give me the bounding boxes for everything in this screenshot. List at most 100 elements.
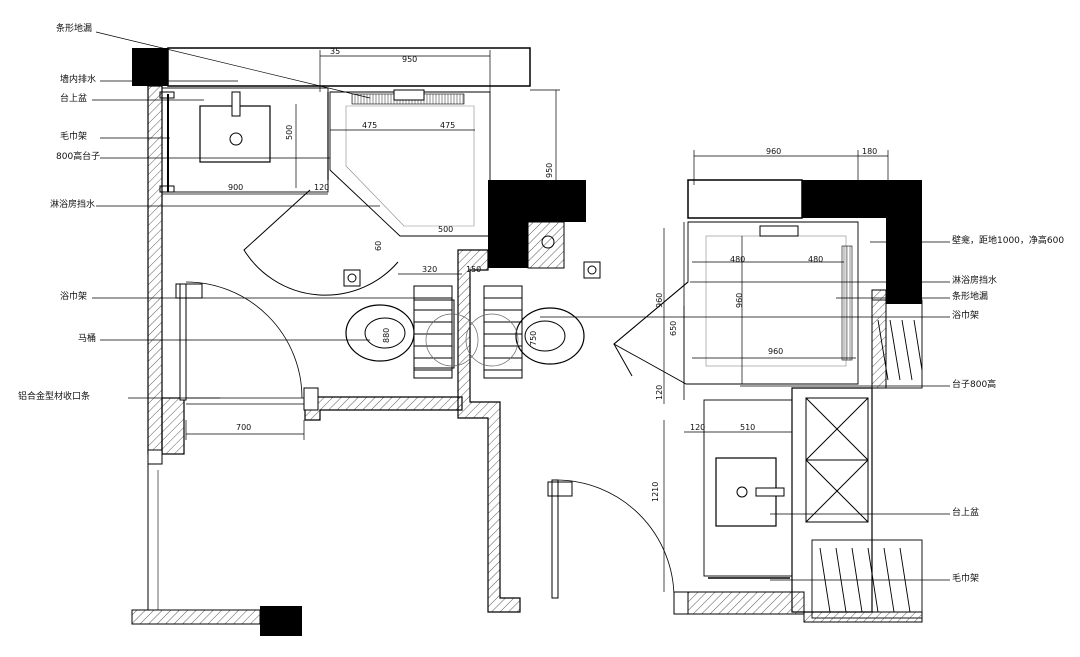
dim-150: 150 [466, 265, 481, 274]
label-towel-bar: 毛巾架 [60, 132, 88, 142]
linear-drain-right [841, 245, 853, 361]
top-wall-solid [132, 48, 168, 86]
dim-180: 180 [862, 147, 877, 156]
door-leaf-left [179, 283, 187, 401]
dim-960-vb: 960 [735, 293, 744, 308]
center-column-hatch [527, 221, 565, 269]
dim-475-b: 475 [440, 121, 455, 130]
dim-960-va: 960 [655, 293, 664, 308]
label-shower-curb-right: 淋浴房挡水 [952, 276, 998, 286]
basin-right-drain-icon [736, 486, 748, 498]
dim-480-b: 480 [808, 255, 823, 264]
right-wall-hatch [871, 289, 887, 389]
shower-tray-left [329, 91, 491, 237]
door-swing-left [185, 281, 303, 399]
label-800-counter: 800高台子 [56, 152, 101, 162]
towel-rack-left-bars [414, 297, 452, 371]
label-toilet: 马桶 [78, 334, 97, 344]
shower-valve-right [759, 225, 799, 237]
bottom-left-column [260, 606, 302, 636]
left-wall [147, 85, 163, 455]
label-linear-drain: 条形地漏 [56, 24, 93, 34]
left-bath-bottom-wall [304, 396, 463, 421]
label-aluminum-trim: 铝合金型材收口条 [18, 392, 91, 402]
towel-bar-bracket [159, 91, 175, 99]
label-towel-rack: 浴巾架 [60, 292, 88, 302]
toilet-left-seat [364, 317, 406, 349]
dim-35: 35 [330, 47, 340, 56]
dim-320: 320 [422, 265, 437, 274]
door-jamb-right [673, 591, 689, 615]
dim-500-h: 500 [438, 225, 453, 234]
dim-880: 880 [382, 328, 391, 343]
dim-950-top: 950 [402, 55, 417, 64]
bottom-right-wall [803, 611, 923, 623]
top-wall-outline [167, 47, 531, 87]
leader-lines-right [540, 241, 950, 581]
basin-drain-icon [229, 132, 243, 146]
dim-700: 700 [236, 423, 251, 432]
dim-650: 650 [669, 321, 678, 336]
towel-rack-left [413, 285, 453, 379]
cabinet-x-1 [805, 397, 869, 461]
floor-drain-mid-icon [583, 261, 601, 279]
label-towel-bar-right: 毛巾架 [952, 574, 980, 584]
right-black-wall [802, 180, 922, 304]
towel-bar-bracket [159, 185, 175, 193]
dim-500-v: 500 [285, 125, 294, 140]
shower-door-left [243, 189, 399, 296]
label-countertop-basin-right: 台上盆 [952, 508, 980, 518]
dim-960-h: 960 [768, 347, 783, 356]
shower-valve-left [393, 89, 425, 101]
dim-750: 750 [529, 331, 538, 346]
toilet-right [515, 307, 585, 365]
left-wall-lower [161, 397, 185, 455]
door-jamb-bottom-left [147, 449, 163, 465]
label-linear-drain-right: 条形地漏 [952, 292, 989, 302]
floor-drain-left-icon [343, 269, 361, 287]
door-handle-right [547, 481, 573, 497]
dim-120-a: 120 [314, 183, 329, 192]
basin-faucet-icon [231, 91, 241, 117]
dim-510: 510 [740, 423, 755, 432]
towel-rack-mid [483, 285, 523, 379]
toilet-swing-arc [465, 313, 519, 367]
shower-tray-inner [345, 105, 475, 227]
label-counter-800-right: 台子800高 [952, 380, 997, 390]
bottom-left-wall [131, 609, 261, 625]
vanity-counter [161, 87, 329, 193]
dim-1210: 1210 [651, 482, 660, 502]
drain-pipe-icon [541, 235, 555, 249]
door-swing-right [555, 479, 675, 599]
toilet-swing-arc [425, 313, 479, 367]
dim-120-c: 120 [690, 423, 705, 432]
vanity-right-base-wall [683, 591, 805, 615]
dimension-lines [162, 50, 889, 592]
basin-right-faucet-icon [755, 487, 785, 497]
toilet-right-seat [524, 320, 566, 352]
dim-900: 900 [228, 183, 243, 192]
floor-drain-left-ring [347, 273, 357, 283]
dim-60: 60 [374, 241, 383, 251]
label-shower-curb: 淋浴房挡水 [50, 200, 96, 210]
label-countertop-basin: 台上盆 [60, 94, 88, 104]
shower-door-right [613, 281, 689, 377]
cabinet-x-2 [805, 459, 869, 523]
center-wall [457, 249, 521, 613]
cabinet-x-2 [805, 459, 869, 523]
toilet-left [345, 304, 415, 362]
vanity-right-counter [703, 399, 793, 577]
door-leaf-right [551, 479, 559, 599]
center-column [488, 180, 586, 268]
dim-960-top: 960 [766, 147, 781, 156]
niche-wall [687, 179, 803, 219]
dim-480-a: 480 [730, 255, 745, 264]
label-in-wall-drain: 墙内排水 [60, 75, 97, 85]
towel-rack-mid-bars [484, 297, 522, 371]
leader-lines-left [92, 31, 440, 399]
dim-950-v: 950 [545, 163, 554, 178]
dim-120-b: 120 [655, 385, 664, 400]
vanity-wall-right [791, 387, 873, 613]
floor-drain-mid-ring [587, 265, 597, 275]
